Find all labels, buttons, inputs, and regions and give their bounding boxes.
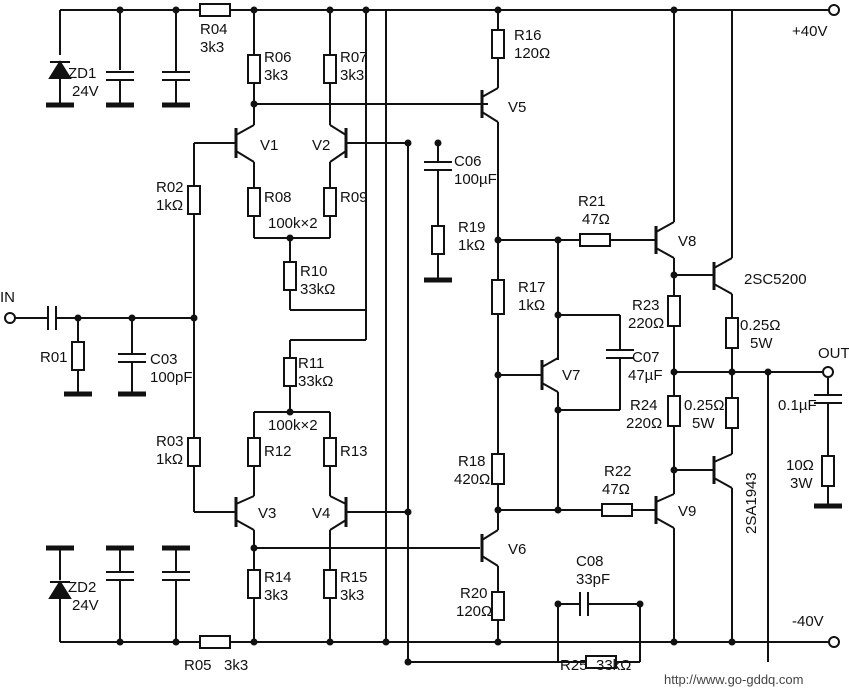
- q-npn-label: 2SC5200: [744, 271, 807, 288]
- r23-label: R23: [632, 297, 660, 314]
- r01-label: R01: [40, 349, 68, 366]
- v9-label: V9: [678, 503, 696, 520]
- q-pnp-label: 2SA1943: [743, 472, 760, 534]
- v3-label: V3: [258, 505, 276, 522]
- minus-40v-label: -40V: [792, 613, 824, 630]
- r-load-watt: 3W: [790, 475, 813, 492]
- r05-value: 3k3: [224, 657, 248, 674]
- r02-label: R02: [156, 179, 184, 196]
- r16-label: R16: [514, 27, 542, 44]
- r21-label: R21: [578, 193, 606, 210]
- r10-label: R10: [300, 263, 328, 280]
- r08-label: R08: [264, 189, 292, 206]
- zd2-label: ZD2: [68, 579, 96, 596]
- c-out-value: 0.1µF: [778, 397, 817, 414]
- r03-label: R03: [156, 433, 184, 450]
- r18-label: R18: [458, 453, 486, 470]
- r25-label: R25: [560, 657, 588, 674]
- r22-label: R22: [604, 463, 632, 480]
- r11-label: R11: [298, 355, 324, 372]
- r13-label: R13: [340, 443, 368, 460]
- out-label: OUT: [818, 345, 849, 362]
- r10-value: 33kΩ: [300, 281, 335, 298]
- r14-value: 3k3: [264, 587, 288, 604]
- v5-label: V5: [508, 99, 526, 116]
- c06-label: C06: [454, 153, 482, 170]
- v6-label: V6: [508, 541, 526, 558]
- r03-value: 1kΩ: [156, 451, 183, 468]
- r06-label: R06: [264, 49, 292, 66]
- r19-label: R19: [458, 219, 486, 236]
- r07-label: R07: [340, 49, 368, 66]
- r04-value: 3k3: [200, 39, 224, 56]
- r20-label: R20: [460, 585, 488, 602]
- r18-value: 420Ω: [454, 471, 490, 488]
- r15-value: 3k3: [340, 587, 364, 604]
- zd2-value: 24V: [72, 597, 99, 614]
- r06-value: 3k3: [264, 67, 288, 84]
- r20-value: 120Ω: [456, 603, 492, 620]
- re-top-watt: 5W: [750, 335, 773, 352]
- c03-value: 100pF: [150, 369, 193, 386]
- r02-value: 1kΩ: [156, 197, 183, 214]
- v8-label: V8: [678, 233, 696, 250]
- re-bot-value: 0.25Ω: [684, 397, 724, 414]
- c03-label: C03: [150, 351, 178, 368]
- r07-value: 3k3: [340, 67, 364, 84]
- in-label: IN: [0, 289, 15, 306]
- r24-value: 220Ω: [626, 415, 662, 432]
- r11-value: 33kΩ: [298, 373, 333, 390]
- c06-value: 100µF: [454, 171, 497, 188]
- r08-r09-value: 100k×2: [268, 215, 318, 232]
- plus-40v-label: +40V: [792, 23, 827, 40]
- r22-value: 47Ω: [602, 481, 630, 498]
- r09-label: R09: [340, 189, 368, 206]
- r21-value: 47Ω: [582, 211, 610, 228]
- r12-label: R12: [264, 443, 292, 460]
- r17-value: 1kΩ: [518, 297, 545, 314]
- r-load-value: 10Ω: [786, 457, 814, 474]
- v4-label: V4: [312, 505, 330, 522]
- r14-label: R14: [264, 569, 292, 586]
- r17-label: R17: [518, 279, 546, 296]
- v7-label: V7: [562, 367, 580, 384]
- r12-r13-value: 100k×2: [268, 417, 318, 434]
- re-bot-watt: 5W: [692, 415, 715, 432]
- c07-label: C07: [632, 349, 660, 366]
- r15-label: R15: [340, 569, 368, 586]
- re-top-value: 0.25Ω: [740, 317, 780, 334]
- c08-label: C08: [576, 553, 604, 570]
- zd1-label: ZD1: [68, 65, 96, 82]
- v2-label: V2: [312, 137, 330, 154]
- c07-value: 47µF: [628, 367, 663, 384]
- r23-value: 220Ω: [628, 315, 664, 332]
- r25-value: 33kΩ: [596, 657, 631, 674]
- r04-label: R04: [200, 21, 228, 38]
- r24-label: R24: [630, 397, 658, 414]
- r19-value: 1kΩ: [458, 237, 485, 254]
- v1-label: V1: [260, 137, 278, 154]
- c08-value: 33pF: [576, 571, 610, 588]
- watermark-text: http://www.go-gddq.com: [664, 672, 803, 687]
- r16-value: 120Ω: [514, 45, 550, 62]
- zd1-value: 24V: [72, 83, 99, 100]
- r05-label: R05: [184, 657, 212, 674]
